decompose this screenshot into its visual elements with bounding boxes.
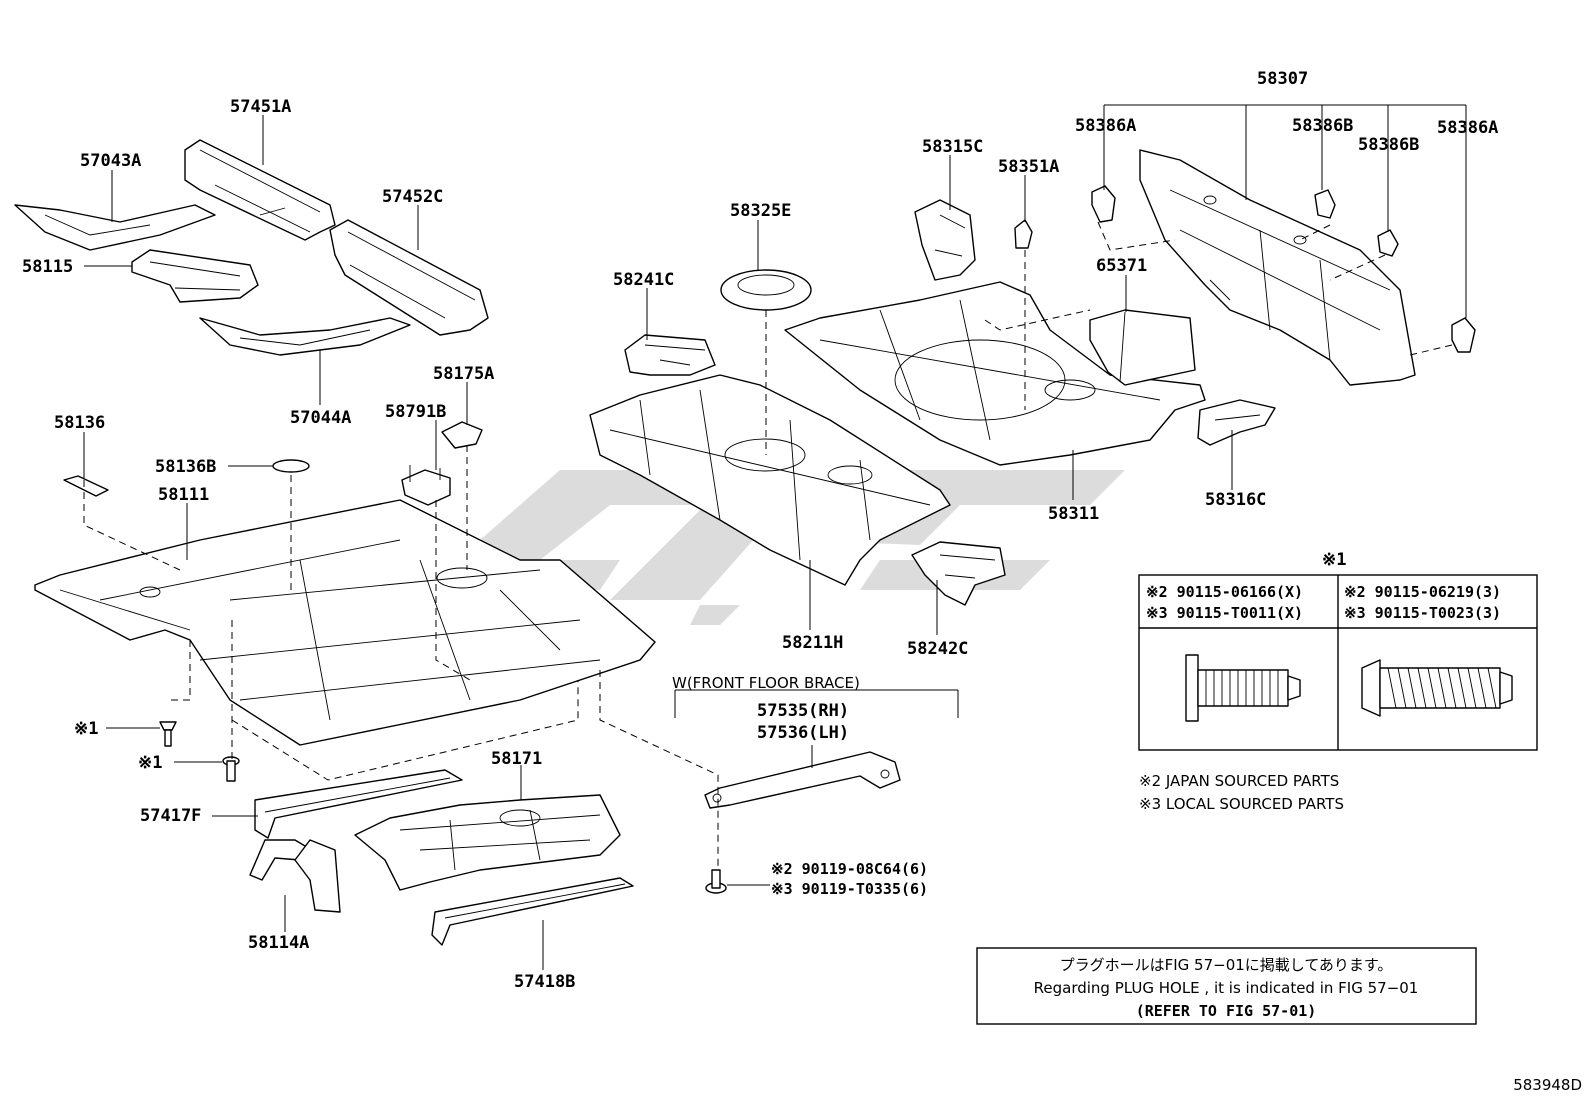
label-brace-caption: W(FRONT FLOOR BRACE) — [672, 674, 860, 692]
label-58386a-left: 58386A — [1075, 116, 1136, 136]
label-58136b: 58136B — [155, 457, 216, 477]
part-58136b[interactable] — [272, 459, 310, 473]
part-58791b[interactable] — [401, 465, 451, 506]
label-57536: 57536(LH) — [757, 723, 849, 743]
part-58241c[interactable] — [624, 334, 716, 376]
part-58114a[interactable] — [249, 839, 341, 913]
part-58307[interactable] — [1139, 149, 1416, 386]
label-58791b: 58791B — [385, 402, 446, 422]
label-57043a: 57043A — [80, 151, 141, 171]
brace-bolt[interactable] — [705, 869, 727, 894]
label-58386b-a: 58386B — [1292, 116, 1353, 136]
bolt-flange-1[interactable] — [159, 721, 177, 747]
part-58175a[interactable] — [441, 421, 483, 449]
label-58311: 58311 — [1048, 504, 1099, 524]
label-58242c: 58242C — [907, 639, 968, 659]
label-58307: 58307 — [1257, 69, 1308, 89]
flange-bolt-icon — [1185, 654, 1301, 722]
part-58136[interactable] — [63, 475, 109, 497]
part-58242c[interactable] — [911, 541, 1006, 606]
fastener-col1-line2: ※3 90115-T0011(X) — [1146, 604, 1303, 622]
part-57418b[interactable] — [431, 877, 634, 946]
label-58175a: 58175A — [433, 364, 494, 384]
label-57418b: 57418B — [514, 972, 575, 992]
label-57044a: 57044A — [290, 408, 351, 428]
part-58211h[interactable] — [589, 374, 951, 586]
fastener-col2-line1: ※2 90115-06219(3) — [1344, 583, 1501, 601]
note-japan-sourced: ※2 JAPAN SOURCED PARTS — [1139, 772, 1339, 790]
label-57451a: 57451A — [230, 97, 291, 117]
label-58325e: 58325E — [730, 201, 791, 221]
notice-line-3: (REFER TO FIG 57-01) — [1136, 1002, 1317, 1020]
label-57535: 57535(RH) — [757, 701, 849, 721]
fastener-table: ※1 ※2 90115-06166(X) ※3 90115-T0011(X) ※… — [1138, 550, 1538, 751]
part-58111[interactable] — [34, 499, 656, 746]
part-58315c[interactable] — [914, 199, 976, 281]
reference-lines — [83, 221, 1453, 870]
part-58386b-a[interactable] — [1314, 189, 1336, 219]
notice-line-2: Regarding PLUG HOLE , it is indicated in… — [1034, 979, 1419, 997]
note-local-sourced: ※3 LOCAL SOURCED PARTS — [1139, 795, 1344, 813]
label-bolt-a: ※2 90119-08C64(6) — [771, 860, 928, 878]
label-65371: 65371 — [1096, 256, 1147, 276]
part-65371[interactable] — [1089, 309, 1196, 386]
fastener-table-title: ※1 — [1322, 550, 1346, 570]
figure-id: 583948D — [1513, 1076, 1582, 1094]
label-58211h: 58211H — [782, 633, 843, 653]
label-58386a-right: 58386A — [1437, 118, 1498, 138]
part-58325e[interactable] — [720, 269, 812, 311]
part-58171[interactable] — [354, 794, 621, 891]
part-58311[interactable] — [784, 281, 1206, 466]
label-57452c: 57452C — [382, 187, 443, 207]
plug-hole-notice: プラグホールはFIG 57−01に掲載してあります。 Regarding PLU… — [976, 947, 1477, 1025]
label-58115: 58115 — [22, 257, 73, 277]
part-58386a-right[interactable] — [1451, 317, 1476, 353]
bolt-stud-1[interactable] — [222, 756, 240, 782]
label-57417f: 57417F — [140, 806, 201, 826]
label-58351a: 58351A — [998, 157, 1059, 177]
label-mark1-b: ※1 — [138, 753, 162, 773]
part-58115[interactable] — [131, 249, 259, 303]
leader-lines — [83, 104, 1467, 970]
label-58114a: 58114A — [248, 933, 309, 953]
part-58316c[interactable] — [1197, 399, 1276, 446]
part-57043a[interactable] — [14, 204, 216, 251]
label-mark1-a: ※1 — [74, 719, 98, 739]
part-57452c[interactable] — [329, 219, 489, 336]
part-57044a[interactable] — [199, 317, 411, 356]
label-58241c: 58241C — [613, 270, 674, 290]
part-58386a-left[interactable] — [1091, 185, 1116, 223]
part-58351a[interactable] — [1014, 219, 1033, 249]
part-57451a[interactable] — [184, 139, 336, 241]
part-58386b-b[interactable] — [1377, 229, 1399, 257]
label-58171: 58171 — [491, 749, 542, 769]
part-57535-57536[interactable] — [704, 751, 901, 809]
label-58111: 58111 — [158, 485, 209, 505]
label-58315c: 58315C — [922, 137, 983, 157]
fastener-col2-line2: ※3 90115-T0023(3) — [1344, 604, 1501, 622]
notice-line-1: プラグホールはFIG 57−01に掲載してあります。 — [1060, 956, 1393, 974]
fastener-col1-line1: ※2 90115-06166(X) — [1146, 583, 1303, 601]
knurled-stud-icon — [1361, 659, 1513, 717]
label-58386b-b: 58386B — [1358, 135, 1419, 155]
source-notes: ※2 JAPAN SOURCED PARTS ※3 LOCAL SOURCED … — [1139, 772, 1344, 813]
label-58136: 58136 — [54, 413, 105, 433]
label-58316c: 58316C — [1205, 490, 1266, 510]
part-57417f[interactable] — [254, 769, 463, 839]
label-bolt-b: ※3 90119-T0335(6) — [771, 880, 928, 898]
part-labels: 57451A 57043A 57452C 58115 57044A 58175A… — [22, 69, 1498, 992]
